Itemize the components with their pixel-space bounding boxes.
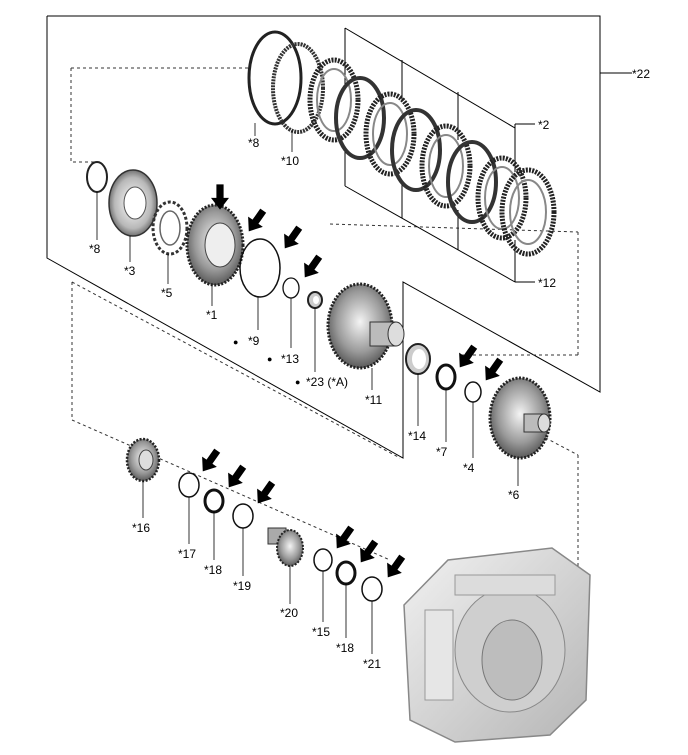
part-18-washer-b <box>335 560 357 586</box>
down-arrow-icon <box>380 551 410 583</box>
leader-lines <box>96 123 519 654</box>
label-3: *3 <box>124 264 136 278</box>
dashed-guide-upper <box>70 67 579 356</box>
label-7: *7 <box>436 445 448 459</box>
down-arrow-icon <box>195 445 225 477</box>
down-arrow-icon <box>329 522 359 554</box>
down-arrow-icon <box>452 341 482 373</box>
dashed-guide-lower <box>71 281 579 575</box>
label-1: *1 <box>206 308 218 322</box>
down-arrow-icon <box>353 536 383 568</box>
marker-9: ● <box>233 337 238 347</box>
part-5-spring <box>151 200 189 256</box>
clutch-pack-bracket <box>344 27 535 283</box>
flange-10 <box>271 42 325 134</box>
marker-dots: ● ● ● <box>233 337 300 387</box>
label-21: *21 <box>363 657 381 671</box>
label-8-top: *8 <box>248 136 260 150</box>
label-18-b: *18 <box>336 641 354 655</box>
part-11-drum <box>326 282 405 370</box>
label-4: *4 <box>463 461 475 475</box>
snap-ring-8-left <box>86 161 108 193</box>
marker-13: ● <box>267 354 272 364</box>
part-labels: *8 *10 *2 *22 *12 *8 *3 *5 *1 *9 *13 *23… <box>89 67 650 671</box>
part-14-bearing <box>405 343 431 375</box>
label-8-left: *8 <box>89 242 101 256</box>
down-arrow-icon <box>297 251 327 283</box>
label-10: *10 <box>281 154 299 168</box>
part-17-washer <box>178 472 200 498</box>
label-2: *2 <box>538 118 550 132</box>
clutch-discs <box>307 57 557 257</box>
part-9-o-ring <box>239 238 281 298</box>
label-14: *14 <box>408 429 426 443</box>
label-12: *12 <box>538 276 556 290</box>
label-9: *9 <box>248 334 260 348</box>
part-6-gear <box>488 376 552 460</box>
part-15-washer <box>313 548 333 572</box>
label-20: *20 <box>280 606 298 620</box>
label-6: *6 <box>508 488 520 502</box>
down-arrow-icon <box>478 354 508 386</box>
part-1-piston <box>185 203 245 287</box>
part-23-bearing <box>307 291 323 309</box>
assembly-22-outline <box>46 15 632 459</box>
label-17: *17 <box>178 547 196 561</box>
label-19: *19 <box>233 579 251 593</box>
label-13: *13 <box>281 352 299 366</box>
part-21-washer <box>361 576 383 602</box>
label-15: *15 <box>312 625 330 639</box>
part-13-o-ring <box>282 277 300 299</box>
snap-ring-8-top <box>247 30 303 126</box>
label-18-a: *18 <box>204 563 222 577</box>
part-20-shaft <box>267 527 304 567</box>
down-arrow-icon <box>241 205 271 237</box>
marker-23: ● <box>295 377 300 387</box>
part-4-washer <box>464 381 482 403</box>
label-11: *11 <box>365 393 382 407</box>
part-7-washer <box>435 363 457 391</box>
down-arrow-icon <box>250 477 280 509</box>
part-18-washer-a <box>203 488 225 514</box>
transaxle-case <box>403 547 591 743</box>
part-16-gear <box>125 437 161 483</box>
label-5: *5 <box>161 286 173 300</box>
label-22: *22 <box>632 67 650 81</box>
label-16: *16 <box>132 521 150 535</box>
part-3 <box>108 169 158 237</box>
label-23: *23 (*A) <box>306 375 348 389</box>
part-19-washer <box>232 503 254 529</box>
down-arrow-icon <box>277 222 307 254</box>
